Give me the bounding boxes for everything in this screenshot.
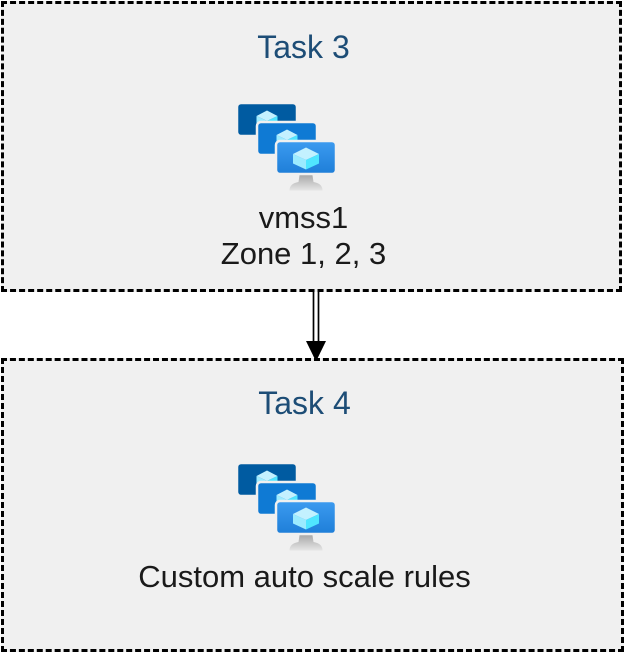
vm-scale-sets-icon	[236, 102, 336, 191]
vmss-name-label: vmss1	[258, 200, 349, 235]
zone-label: Zone 1, 2, 3	[220, 236, 387, 271]
vm-scale-sets-icon	[236, 462, 336, 551]
task-3-box: Task 3 vmss1 Zone 1, 2, 3	[1, 1, 622, 292]
down-arrow	[306, 289, 326, 362]
autoscale-rules-label: Custom auto scale rules	[138, 559, 471, 594]
task-3-title: Task 3	[257, 29, 350, 65]
task-4-box: Task 4 Custom auto scale rules	[1, 358, 624, 652]
task-4-title: Task 4	[258, 385, 351, 421]
